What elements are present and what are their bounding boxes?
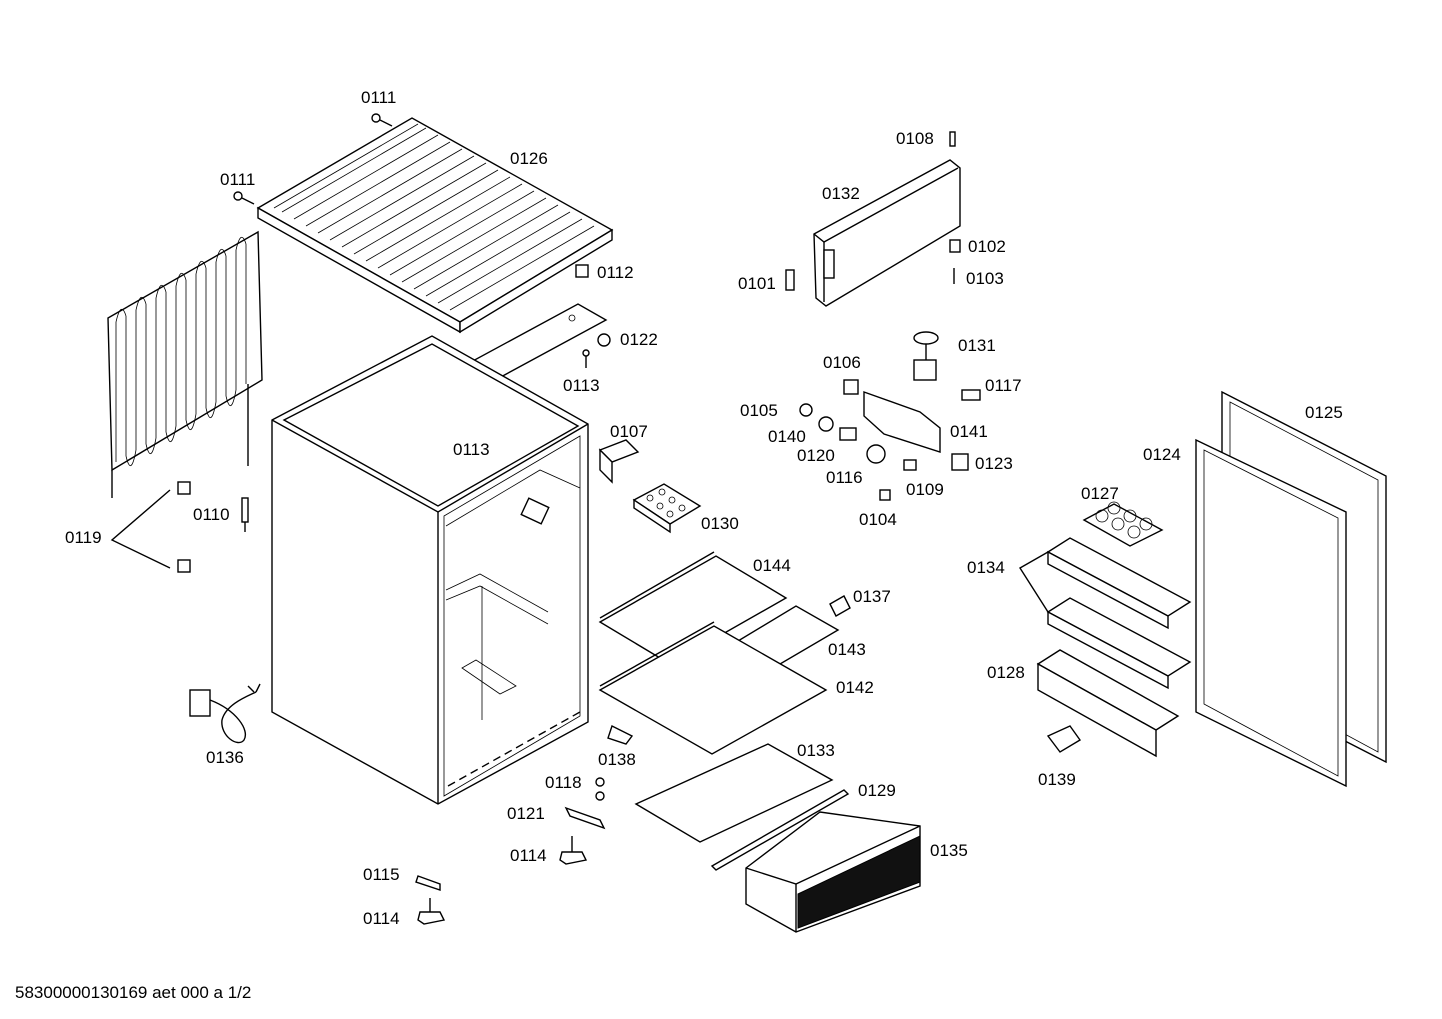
feet-drawings xyxy=(415,725,634,925)
top-cover-drawing xyxy=(256,117,614,334)
part-label: 0114 xyxy=(510,846,547,865)
part-label: 0104 xyxy=(859,510,897,529)
part-label: 0122 xyxy=(620,330,658,349)
part-label: 0133 xyxy=(797,741,835,760)
part-label: 0125 xyxy=(1305,403,1343,422)
part-label: 0107 xyxy=(610,422,648,441)
clip-0112-drawing xyxy=(575,264,589,278)
part-label: 0115 xyxy=(363,865,400,884)
part-label: 0114 xyxy=(363,909,400,928)
cabinet-body-drawing xyxy=(271,335,589,805)
sensor-0110-drawing xyxy=(241,497,249,532)
part-label: 0121 xyxy=(507,804,545,823)
part-label: 0144 xyxy=(753,556,791,575)
part-label: 0111 xyxy=(361,88,396,107)
part-label: 0119 xyxy=(65,528,102,547)
drawing-number: 58300000130169 aet 000 a 1/2 xyxy=(15,983,251,1002)
part-label: 0134 xyxy=(967,558,1005,577)
part-label: 0141 xyxy=(950,422,988,441)
part-label: 0131 xyxy=(958,336,996,355)
power-cord-drawing xyxy=(189,683,261,744)
part-label: 0136 xyxy=(206,748,244,767)
part-label: 0123 xyxy=(975,454,1013,473)
strip-0129-drawing xyxy=(710,789,850,871)
ice-tray-drawing xyxy=(632,483,702,534)
part-label: 0112 xyxy=(597,263,634,282)
bottle-shelf-drawing xyxy=(1036,649,1180,758)
condenser-coil-drawing xyxy=(107,230,263,498)
part-label: 0129 xyxy=(858,781,896,800)
part-label: 0118 xyxy=(545,773,582,792)
part-label: 0132 xyxy=(822,184,860,203)
part-label: 0109 xyxy=(906,480,944,499)
part-label: 0128 xyxy=(987,663,1025,682)
part-label: 0103 xyxy=(966,269,1004,288)
part-label: 0137 xyxy=(853,587,891,606)
thermostat-assembly-drawing xyxy=(799,331,981,501)
part-labels: 0111 0111 0126 0112 0122 0113 0113 0119 … xyxy=(65,88,1343,928)
part-label: 0140 xyxy=(768,427,806,446)
part-label: 0110 xyxy=(193,505,230,524)
door-shelf-middle-drawing xyxy=(1046,597,1192,690)
part-label: 0102 xyxy=(968,237,1006,256)
part-label: 0120 xyxy=(797,446,835,465)
part-label: 0127 xyxy=(1081,484,1119,503)
clip-0139-drawing xyxy=(1046,725,1082,753)
part-label: 0135 xyxy=(930,841,968,860)
glass-plate-drawing xyxy=(634,743,834,843)
part-label: 0126 xyxy=(510,149,548,168)
part-label: 0139 xyxy=(1038,770,1076,789)
part-label: 0105 xyxy=(740,401,778,420)
leader-0134 xyxy=(1019,551,1049,613)
screw-0111-drawings xyxy=(233,113,393,205)
shelf-0144-drawing xyxy=(598,551,788,665)
part-label: 0142 xyxy=(836,678,874,697)
shelf-clip-0137-drawing xyxy=(829,595,851,617)
evaporator-cover-drawing xyxy=(598,439,640,484)
part-label: 0113 xyxy=(563,376,600,395)
part-label: 0138 xyxy=(598,750,636,769)
part-label: 0111 xyxy=(220,170,255,189)
part-label: 0116 xyxy=(826,468,863,487)
door-shelf-upper-drawing xyxy=(1046,537,1192,630)
freezer-flap-drawing xyxy=(785,131,961,307)
part-label: 0106 xyxy=(823,353,861,372)
part-label: 0124 xyxy=(1143,445,1181,464)
egg-tray-drawing xyxy=(1082,501,1164,547)
part-label: 0117 xyxy=(985,376,1022,395)
shelf-0142-drawing xyxy=(598,621,828,755)
door-gasket-drawing xyxy=(1195,438,1347,788)
clip-0119-drawings xyxy=(110,481,191,573)
part-label: 0143 xyxy=(828,640,866,659)
part-label: 0130 xyxy=(701,514,739,533)
part-label: 0108 xyxy=(896,129,934,148)
part-label: 0113 xyxy=(453,440,490,459)
part-label: 0101 xyxy=(738,274,776,293)
crisper-drawer-drawing xyxy=(745,811,921,933)
